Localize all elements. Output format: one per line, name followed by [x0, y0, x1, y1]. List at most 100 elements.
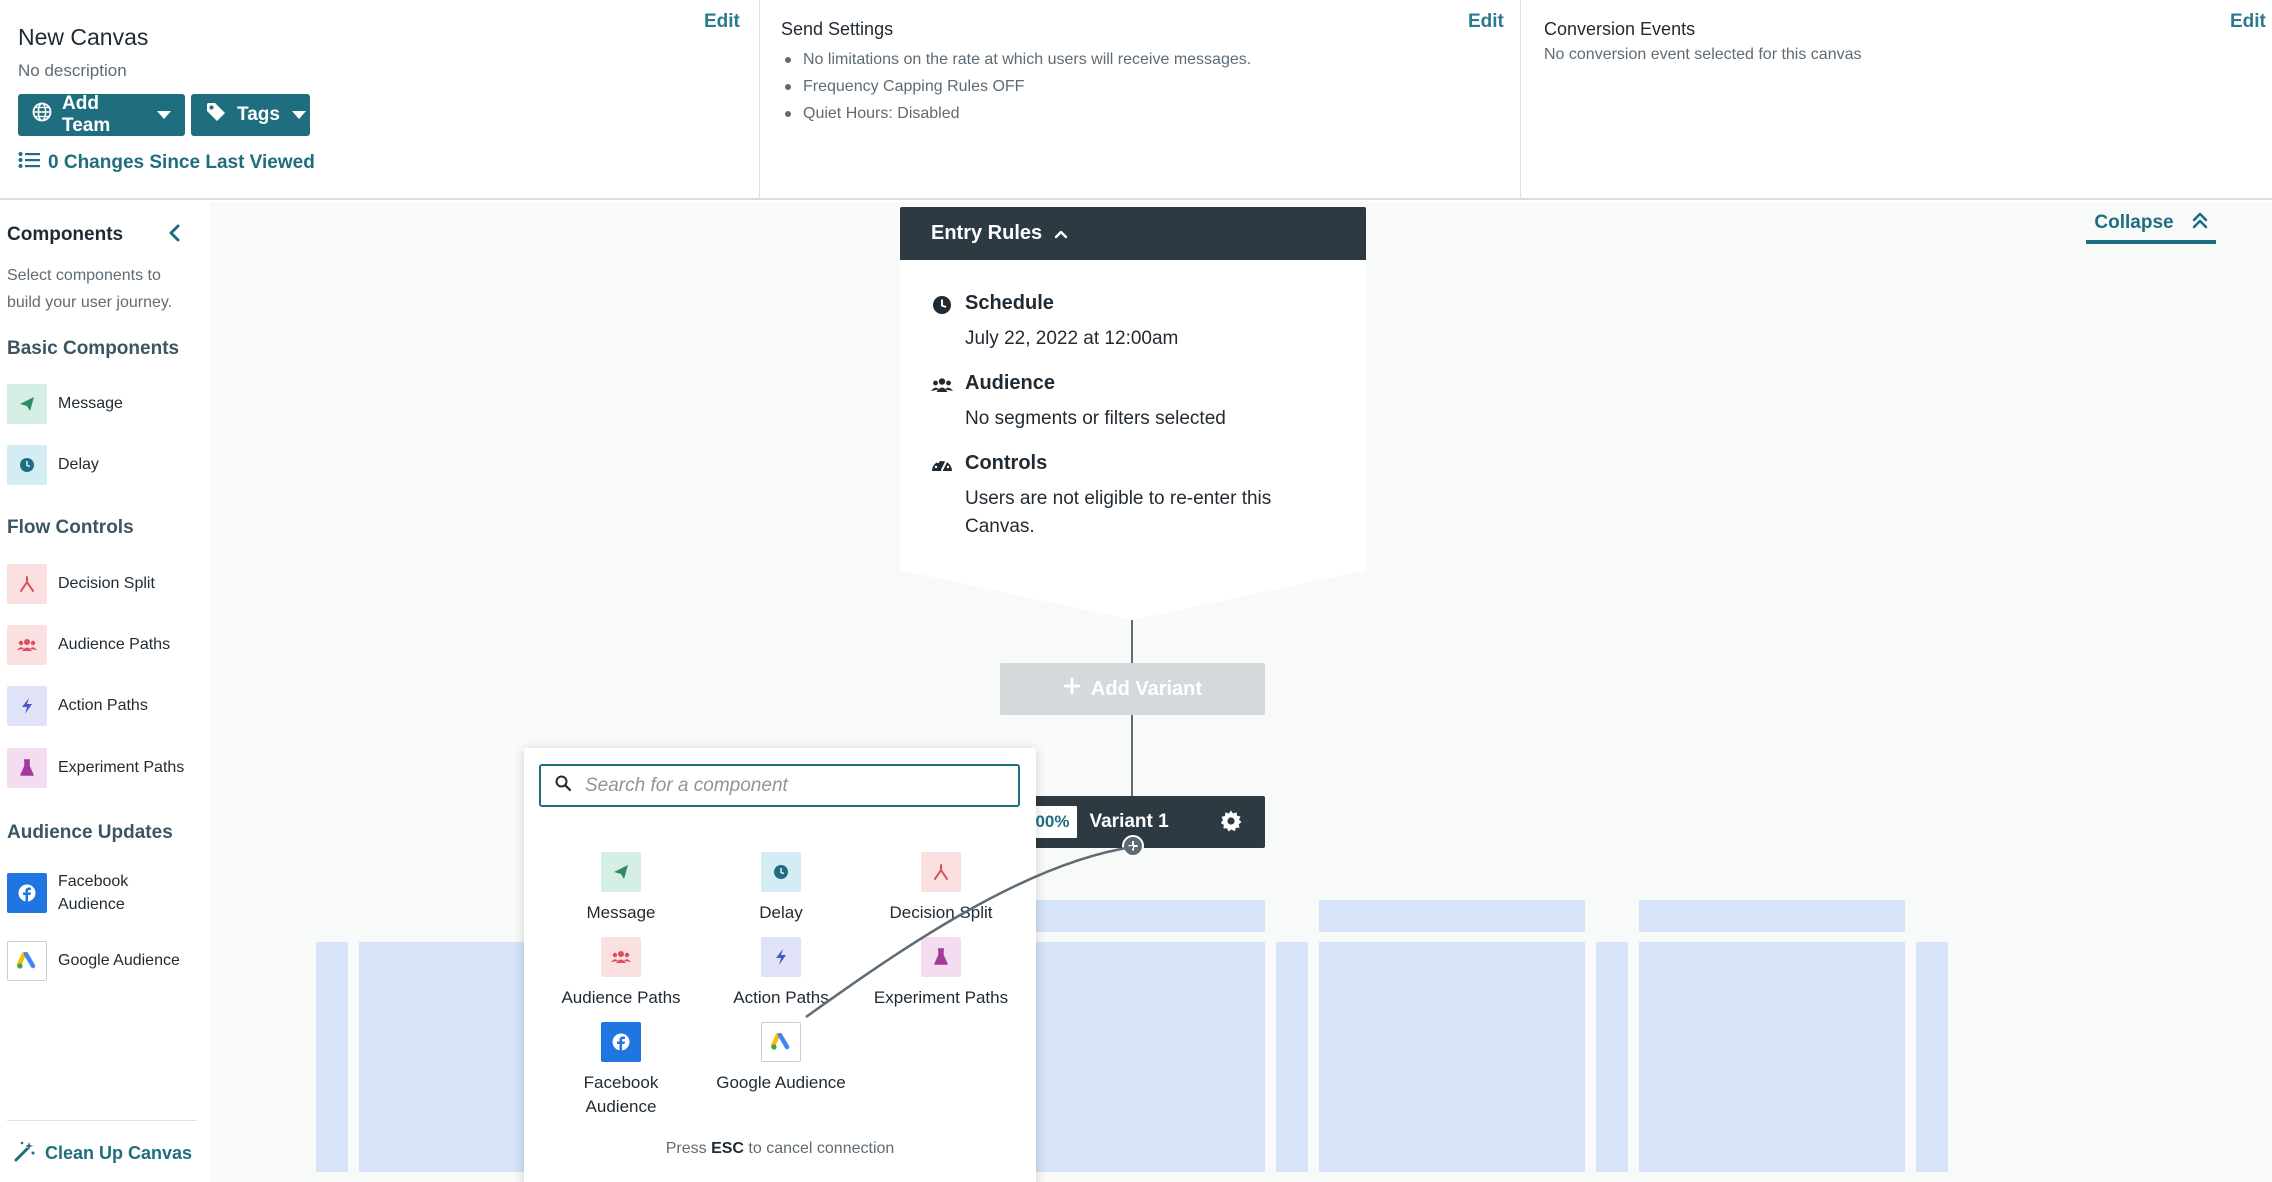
- drop-zone[interactable]: [999, 900, 1265, 932]
- sidebar-item-label: Google Audience: [58, 952, 180, 969]
- sidebar-item-label: Message: [58, 395, 123, 412]
- search-icon: [555, 775, 572, 796]
- drop-zone[interactable]: [1916, 942, 1948, 1172]
- list-item: Frequency Capping Rules OFF: [781, 73, 1251, 100]
- sidebar-item-audience-paths[interactable]: Audience Paths: [7, 625, 170, 665]
- users-icon: [7, 625, 47, 665]
- drop-zone[interactable]: [1639, 900, 1905, 932]
- drop-zone[interactable]: [999, 942, 1265, 1172]
- add-team-label: Add Team: [62, 93, 111, 136]
- sidebar-item-decision-split[interactable]: Decision Split: [7, 564, 155, 604]
- sidebar-item-label: Action Paths: [58, 697, 148, 714]
- conversion-events-panel: Conversion Events Edit No conversion eve…: [1521, 0, 2272, 198]
- picker-item-action-paths[interactable]: Action Paths: [701, 937, 861, 1010]
- connector-line: [1131, 620, 1133, 663]
- picker-item-label: Audience Paths: [561, 988, 681, 1007]
- hint-prefix: Press: [665, 1140, 707, 1157]
- paper-plane-icon: [601, 852, 641, 892]
- tags-button[interactable]: Tags: [191, 94, 310, 136]
- sidebar-item-google-audience[interactable]: Google Audience: [7, 941, 180, 981]
- chevron-left-icon[interactable]: [168, 224, 182, 248]
- controls-title: Controls: [965, 452, 1048, 474]
- schedule-title: Schedule: [965, 292, 1054, 314]
- journey-canvas[interactable]: Collapse Entry Rules: [210, 202, 2272, 1182]
- send-settings-panel: Send Settings Edit No limitations on the…: [760, 0, 1521, 198]
- drop-zone[interactable]: [1639, 942, 1905, 1172]
- clean-up-canvas-button[interactable]: Clean Up Canvas: [14, 1140, 192, 1167]
- entry-rules-header[interactable]: Entry Rules: [900, 207, 1366, 260]
- send-settings-title: Send Settings: [781, 19, 894, 39]
- flask-icon: [7, 748, 47, 788]
- picker-search-field[interactable]: [539, 764, 1020, 807]
- sidebar-item-message[interactable]: Message: [7, 384, 123, 424]
- flow-controls-heading: Flow Controls: [7, 517, 134, 538]
- picker-item-delay[interactable]: Delay: [701, 852, 861, 925]
- component-picker: Message Delay Decision Split Audience Pa…: [524, 748, 1036, 1182]
- add-variant-button[interactable]: Add Variant: [1000, 663, 1265, 715]
- paper-plane-icon: [7, 384, 47, 424]
- picker-item-label: Decision Split: [889, 903, 993, 922]
- picker-item-google-audience[interactable]: Google Audience: [701, 1022, 861, 1095]
- flask-icon: [921, 937, 961, 977]
- hint-suffix: to cancel connection: [748, 1140, 895, 1157]
- picker-item-label: Delay: [759, 903, 803, 922]
- entry-rules-pointer: [900, 570, 1366, 620]
- google-ads-icon: [761, 1022, 801, 1062]
- list-item: Quiet Hours: Disabled: [781, 100, 1251, 127]
- schedule-value: July 22, 2022 at 12:00am: [965, 328, 1179, 349]
- facebook-icon: [601, 1022, 641, 1062]
- sidebar-divider: [7, 1120, 197, 1121]
- picker-item-decision-split[interactable]: Decision Split: [861, 852, 1021, 925]
- picker-item-audience-paths[interactable]: Audience Paths: [541, 937, 701, 1010]
- add-variant-label: Add Variant: [1090, 677, 1203, 700]
- edit-send-settings-link[interactable]: Edit: [1468, 11, 1504, 32]
- picker-item-facebook-audience[interactable]: Facebook Audience: [541, 1022, 701, 1119]
- basic-components-heading: Basic Components: [7, 338, 180, 359]
- sidebar-item-delay[interactable]: Delay: [7, 445, 99, 485]
- hint-key: ESC: [711, 1140, 744, 1157]
- picker-item-experiment-paths[interactable]: Experiment Paths: [861, 937, 1021, 1010]
- components-description: Select components to build your user jou…: [7, 267, 173, 311]
- drop-zone[interactable]: [316, 942, 348, 1172]
- chevron-up-icon: [1054, 222, 1068, 245]
- gear-icon[interactable]: [1219, 809, 1243, 838]
- drop-zone[interactable]: [1276, 942, 1308, 1172]
- sidebar-item-label: Delay: [58, 456, 99, 473]
- picker-item-label: Facebook Audience: [583, 1073, 659, 1116]
- clock-icon: [761, 852, 801, 892]
- lightning-icon: [761, 937, 801, 977]
- clean-up-label: Clean Up Canvas: [45, 1143, 193, 1163]
- edit-details-link[interactable]: Edit: [704, 11, 740, 32]
- audience-value: No segments or filters selected: [965, 408, 1226, 429]
- variant-name: Variant 1: [1089, 811, 1169, 832]
- tags-label: Tags: [237, 104, 280, 125]
- conversion-events-description: No conversion event selected for this ca…: [1544, 46, 1862, 63]
- canvas-description: No description: [18, 61, 127, 80]
- chevron-down-icon: [291, 111, 306, 119]
- facebook-icon: [7, 873, 47, 913]
- plus-icon: [1063, 677, 1081, 701]
- canvas-name[interactable]: New Canvas: [18, 24, 149, 50]
- edit-conversion-link[interactable]: Edit: [2230, 11, 2266, 32]
- sidebar-item-label: Audience Paths: [58, 636, 171, 653]
- picker-item-message[interactable]: Message: [541, 852, 701, 925]
- search-input[interactable]: [585, 774, 985, 797]
- conversion-events-title: Conversion Events: [1544, 19, 1696, 39]
- sidebar-item-facebook-audience[interactable]: Facebook Audience: [7, 870, 148, 916]
- picker-item-label: Message: [586, 903, 656, 922]
- collapse-button[interactable]: Collapse: [2086, 206, 2216, 244]
- add-team-button[interactable]: Add Team: [18, 93, 185, 136]
- sidebar-item-experiment-paths[interactable]: Experiment Paths: [7, 748, 184, 788]
- audience-updates-heading: Audience Updates: [7, 822, 173, 843]
- components-sidebar: Components Select components to build yo…: [0, 202, 210, 1182]
- globe-icon: [32, 102, 52, 128]
- audience-title: Audience: [965, 372, 1056, 394]
- changes-since-viewed-link[interactable]: 0 Changes Since Last Viewed: [18, 151, 315, 175]
- drop-zone[interactable]: [1596, 942, 1628, 1172]
- google-ads-icon: [7, 941, 47, 981]
- drop-zone[interactable]: [1319, 900, 1585, 932]
- add-step-node[interactable]: +: [1122, 835, 1144, 857]
- drop-zone[interactable]: [1319, 942, 1585, 1172]
- gauge-icon: [931, 454, 953, 476]
- sidebar-item-action-paths[interactable]: Action Paths: [7, 686, 148, 726]
